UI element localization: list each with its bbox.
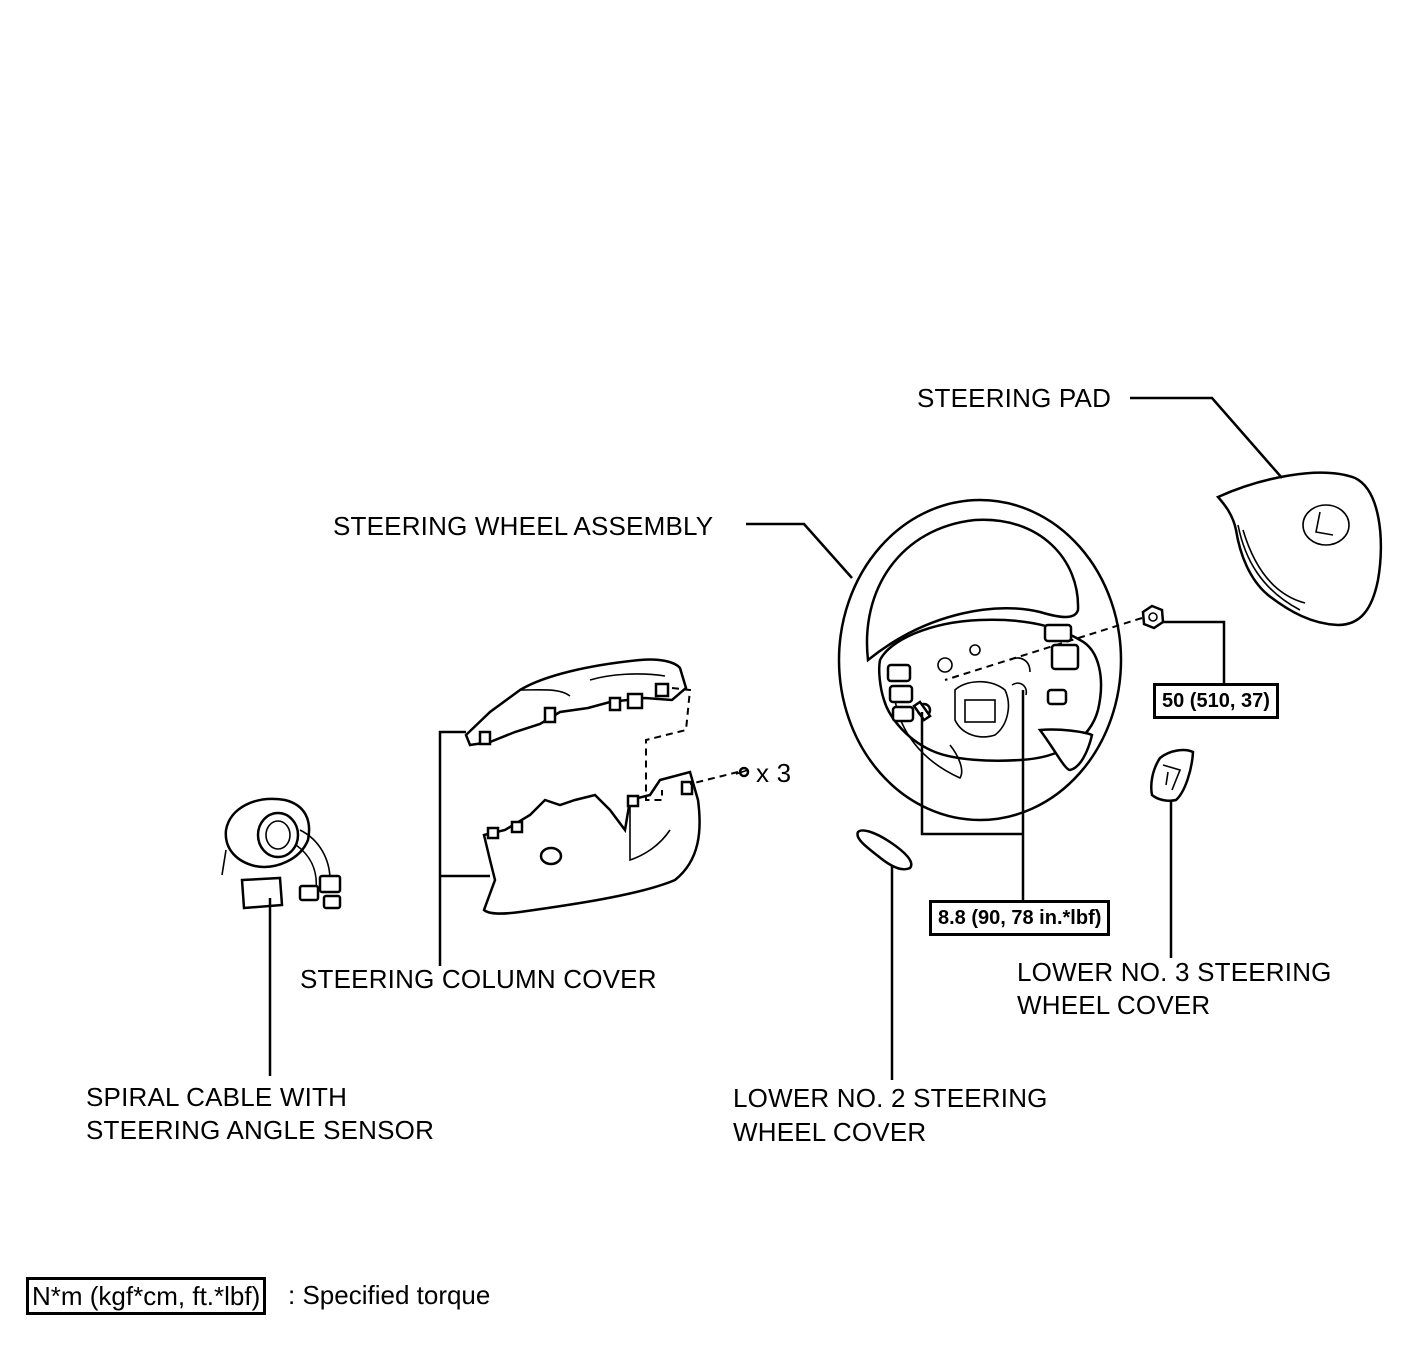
column-cover-lower (482, 770, 701, 915)
lower-no3-label-line2: WHEEL COVER (1017, 990, 1211, 1020)
nut-torque-box: 50 (510, 37) (1153, 683, 1279, 719)
steering-wheel-nut (1141, 604, 1165, 630)
nut-torque-leader (1162, 620, 1226, 684)
steering-pad-part (1215, 471, 1383, 627)
screw-torque-leader (920, 690, 1025, 900)
screw-count-label: x 3 (756, 758, 792, 788)
steering-pad-leader (1130, 396, 1283, 479)
steering-wheel-leader (746, 522, 853, 579)
screw-axis-dashed (689, 771, 739, 785)
steering-wheel-part (837, 498, 1123, 822)
steering-wheel-assembly-label: STEERING WHEEL ASSEMBLY (333, 511, 714, 541)
steering-column-cover-label: STEERING COLUMN COVER (300, 964, 657, 994)
steering-pad-label: STEERING PAD (917, 383, 1112, 413)
nut-axis-dashed (944, 617, 1143, 681)
lower-no2-label-line2: WHEEL COVER (733, 1117, 927, 1147)
lower-no3-cover-part (1150, 748, 1195, 803)
column-cover-upper (464, 658, 688, 747)
column-cover-leader (438, 730, 490, 966)
column-cover-dashed (645, 687, 692, 801)
spiral-cable-label-line2: STEERING ANGLE SENSOR (86, 1115, 435, 1145)
lower-no2-label-line1: LOWER NO. 2 STEERING (733, 1083, 1048, 1113)
spiral-cable-label-line1: SPIRAL CABLE WITH (86, 1082, 348, 1112)
lower-no2-cover-part (856, 829, 913, 871)
lower-no3-label-line1: LOWER NO. 3 STEERING (1017, 957, 1332, 987)
spiral-cable-part (221, 797, 342, 910)
legend-unit-box: N*m (kgf*cm, ft.*lbf) (26, 1277, 267, 1315)
screw-torque-box: 8.8 (90, 78 in.*lbf) (929, 900, 1111, 936)
legend-description: : Specified torque (288, 1280, 491, 1310)
column-screw (735, 766, 750, 778)
